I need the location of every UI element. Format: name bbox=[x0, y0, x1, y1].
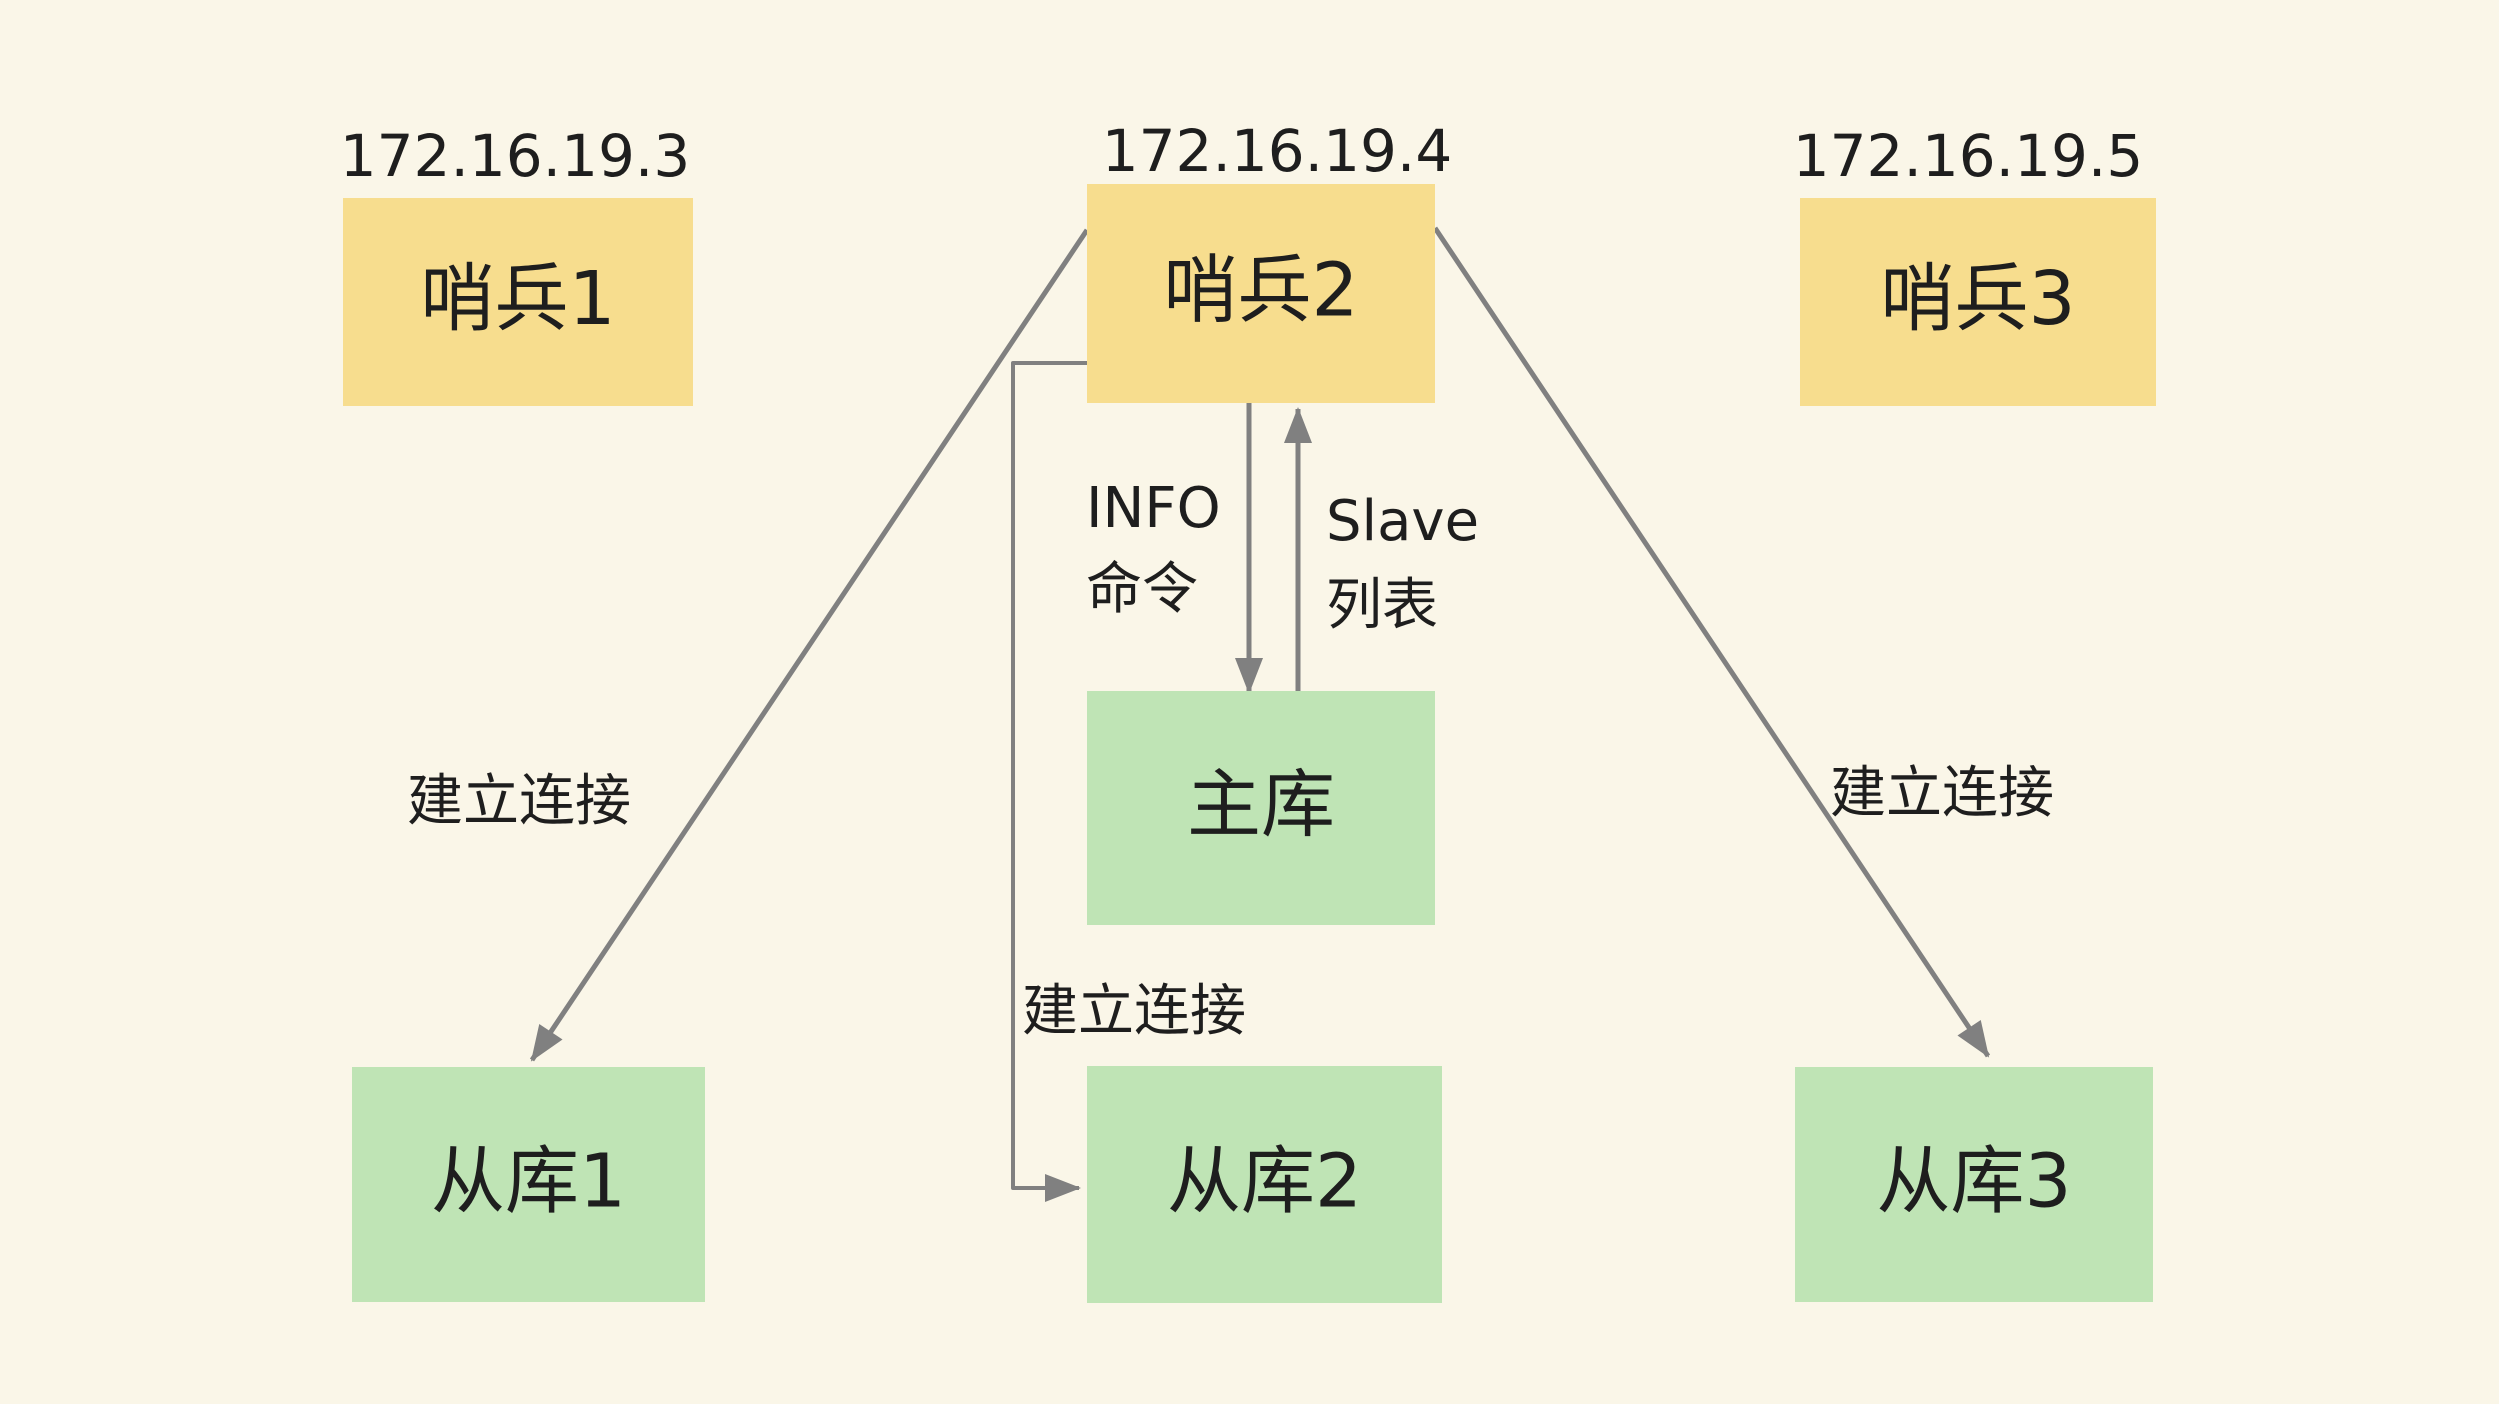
nodes-layer: 哨兵1 172.16.19.3 哨兵2 172.16.19.4 哨兵3 172.16.19… bbox=[340, 117, 2156, 1303]
edge-label-sentinel2-to-slave1: 建立连接 bbox=[407, 769, 631, 834]
edge-label-info-command: INFO 命令 bbox=[1086, 476, 1221, 622]
edge-label-slave-list: Slave 列表 bbox=[1326, 489, 1479, 638]
edge-label-line: 建立连接 bbox=[1022, 979, 1246, 1044]
node-label-sentinel3: 哨兵3 bbox=[1880, 256, 2075, 342]
node-box-slave3 bbox=[1795, 1067, 2153, 1302]
edge-label-line: Slave bbox=[1326, 489, 1479, 554]
node-box-master bbox=[1087, 691, 1435, 925]
node-label-slave1: 从库1 bbox=[431, 1139, 626, 1225]
edge-label-line: INFO bbox=[1086, 476, 1221, 541]
node-label-slave3: 从库3 bbox=[1876, 1139, 2071, 1225]
node-label-sentinel1: 哨兵1 bbox=[420, 256, 615, 342]
edge-label-line: 建立连接 bbox=[407, 769, 631, 834]
node-slave3: 从库3 bbox=[1795, 1067, 2153, 1302]
ip-label-sentinel3: 172.16.19.5 bbox=[1793, 122, 2144, 190]
ip-label-sentinel1: 172.16.19.3 bbox=[340, 122, 691, 190]
node-box-sentinel2 bbox=[1087, 184, 1435, 403]
edge-sentinel2-to-slave3-arrow bbox=[1432, 226, 1991, 1058]
edge-label-line: 列表 bbox=[1326, 573, 1438, 638]
node-slave1: 从库1 bbox=[352, 1067, 705, 1302]
ip-label-sentinel2: 172.16.19.4 bbox=[1102, 117, 1453, 185]
edge-label-sentinel2-to-slave2: 建立连接 bbox=[1022, 979, 1246, 1044]
node-slave2: 从库2 bbox=[1087, 1066, 1442, 1303]
node-sentinel1: 哨兵1 172.16.19.3 bbox=[340, 122, 693, 406]
node-label-sentinel2: 哨兵2 bbox=[1163, 248, 1358, 334]
edge-label-line: 命令 bbox=[1086, 557, 1198, 622]
edge-sentinel2-to-slave2-arrow bbox=[1011, 361, 1087, 1202]
node-label-master: 主库 bbox=[1187, 762, 1335, 848]
node-master: 主库 bbox=[1087, 691, 1435, 925]
edge-label-sentinel2-to-slave3: 建立连接 bbox=[1830, 761, 2054, 826]
node-sentinel3: 哨兵3 172.16.19.5 bbox=[1793, 122, 2156, 406]
node-sentinel2: 哨兵2 172.16.19.4 bbox=[1087, 117, 1452, 403]
edge-label-line: 建立连接 bbox=[1830, 761, 2054, 826]
node-box-slave1 bbox=[352, 1067, 705, 1302]
node-box-sentinel1 bbox=[343, 198, 693, 406]
node-label-slave2: 从库2 bbox=[1167, 1139, 1362, 1225]
node-box-slave2 bbox=[1087, 1066, 1442, 1303]
node-box-sentinel3 bbox=[1800, 198, 2156, 406]
edges-layer bbox=[529, 226, 1991, 1202]
edge-sentinel2-to-slave1-arrow bbox=[529, 228, 1090, 1062]
